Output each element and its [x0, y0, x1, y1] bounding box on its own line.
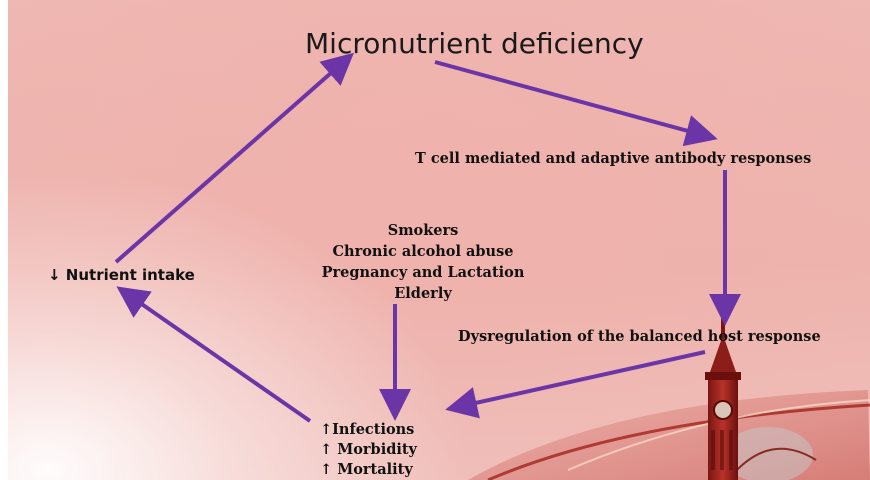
node-risk-groups: Smokers Chronic alcohol abuse Pregnancy … — [298, 220, 548, 304]
node-tcell-responses: T cell mediated and adaptive antibody re… — [415, 150, 811, 167]
arrow-dysregulation-to-outcomes — [453, 352, 705, 408]
diagram-title: Micronutrient deficiency — [305, 27, 644, 60]
risk-group-item: Chronic alcohol abuse — [298, 241, 548, 262]
outcome-item: ↑ Morbidity — [320, 440, 417, 460]
arrow-outcomes-to-nutrient — [123, 291, 310, 421]
risk-group-item: Elderly — [298, 283, 548, 304]
node-nutrient-intake: ↓ Nutrient intake — [48, 266, 195, 284]
outcome-item: ↑Infections — [320, 420, 417, 440]
node-dysregulation: Dysregulation of the balanced host respo… — [458, 328, 821, 345]
arrow-deficiency-to-tcell — [435, 62, 710, 137]
slide: Micronutrient deficiency T cell mediated… — [8, 0, 870, 480]
outcome-item: ↑ Mortality — [320, 460, 417, 480]
node-outcomes: ↑Infections ↑ Morbidity ↑ Mortality — [320, 420, 417, 480]
risk-group-item: Pregnancy and Lactation — [298, 262, 548, 283]
risk-group-item: Smokers — [298, 220, 548, 241]
